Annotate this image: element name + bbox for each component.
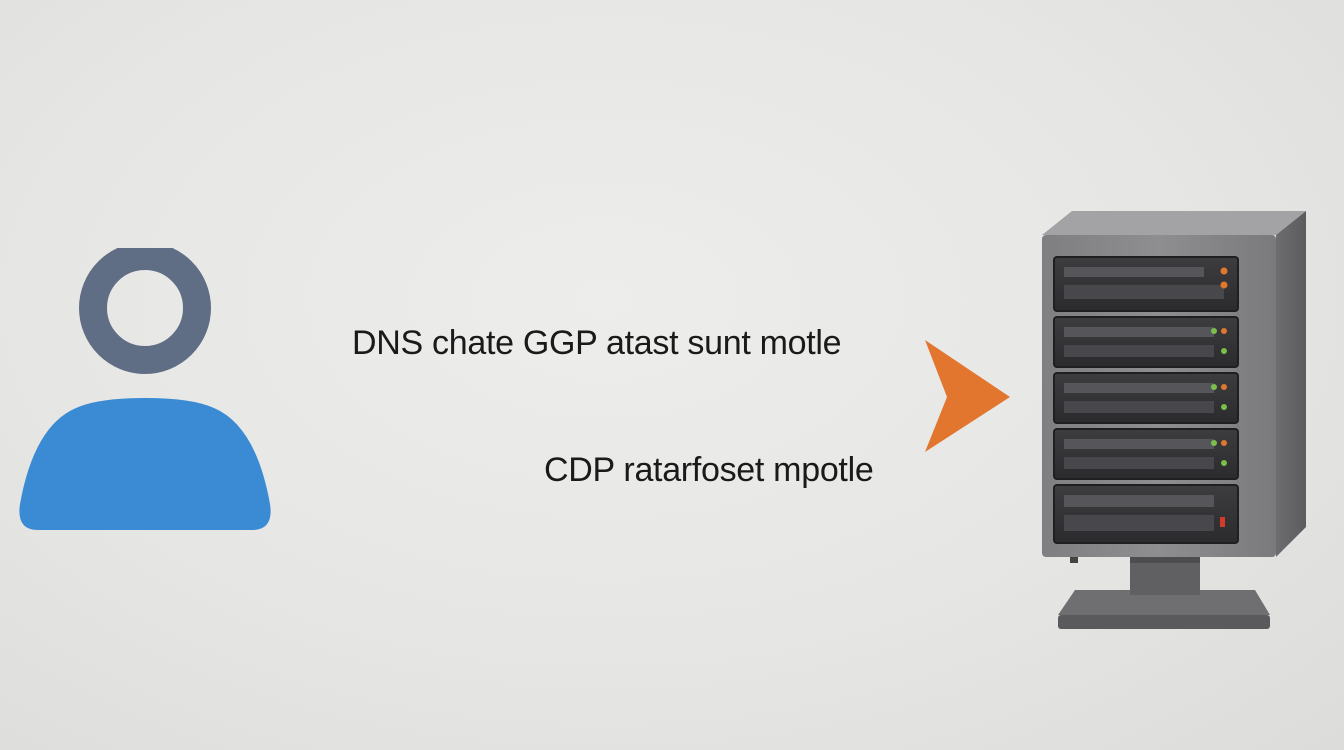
- status-led: [1221, 440, 1227, 446]
- status-led: [1220, 281, 1228, 289]
- arrow-right-icon: [311, 340, 1010, 452]
- server-rack-icon: [1042, 211, 1306, 629]
- drive-bay: [1053, 316, 1239, 368]
- server-side: [1276, 211, 1306, 557]
- drive-bay: [1053, 256, 1239, 312]
- status-led: [1221, 348, 1227, 354]
- status-led: [1211, 384, 1217, 390]
- flow-label-bottom: CDP ratarfoset mpotle: [544, 451, 874, 489]
- server-stand: [1058, 553, 1270, 629]
- status-led: [1221, 384, 1227, 390]
- user-head: [79, 248, 211, 374]
- arrow-head: [925, 340, 1010, 452]
- status-led: [1211, 328, 1217, 334]
- status-led: [1211, 440, 1217, 446]
- status-led: [1220, 267, 1228, 275]
- flow-label-top: DNS chate GGP atast sunt motle: [352, 324, 842, 362]
- drive-bay: [1053, 428, 1239, 480]
- status-led: [1221, 404, 1227, 410]
- status-led: [1220, 517, 1225, 527]
- user-icon: [19, 248, 271, 530]
- user-body: [19, 398, 271, 530]
- status-led: [1221, 460, 1227, 466]
- server-top: [1042, 211, 1306, 235]
- drive-bay: [1053, 484, 1239, 544]
- drive-bay: [1053, 372, 1239, 424]
- status-led: [1221, 328, 1227, 334]
